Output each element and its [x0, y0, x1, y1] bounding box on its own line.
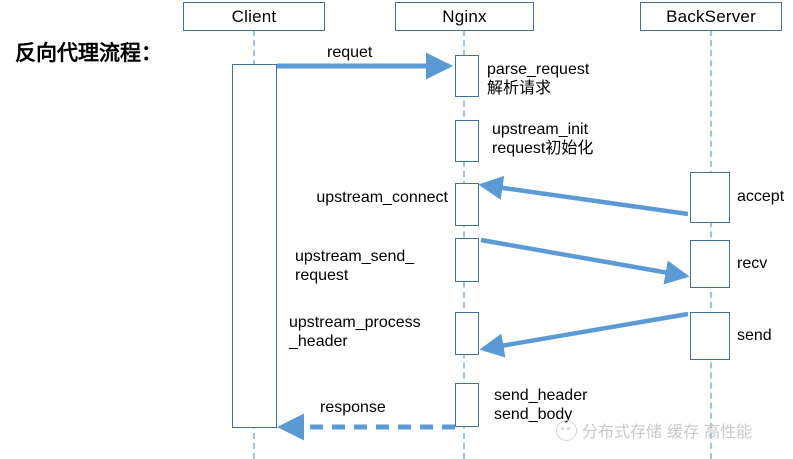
activation-nginx-send-header[interactable]: [455, 383, 479, 427]
label-message-request: requet: [327, 44, 373, 61]
label-accept: accept: [737, 188, 785, 205]
arrow-upstream-send-request: [480, 237, 690, 285]
arrow-upstream-connect: [478, 175, 689, 217]
actor-header-nginx[interactable]: Nginx: [395, 2, 534, 31]
activation-backserver-accept[interactable]: [690, 172, 730, 223]
label-send: send: [737, 327, 772, 344]
actor-header-client[interactable]: Client: [183, 2, 325, 31]
actor-header-backserver[interactable]: BackServer: [640, 2, 782, 31]
activation-nginx-parse-request[interactable]: [455, 55, 479, 97]
activation-client[interactable]: [232, 64, 277, 428]
penguin-icon: [556, 419, 577, 441]
label-upstream-init: upstream_init request初始化: [492, 121, 594, 157]
activation-nginx-upstream-send-request[interactable]: [455, 238, 479, 282]
watermark: 分布式存储 缓存 高性能: [556, 418, 752, 442]
activation-nginx-upstream-process-header[interactable]: [455, 312, 479, 355]
diagram-title: 反向代理流程：: [15, 41, 162, 65]
activation-nginx-upstream-connect[interactable]: [455, 183, 479, 226]
arrow-send-response: [479, 311, 689, 358]
label-upstream-send-request: upstream_send_ request: [295, 248, 415, 284]
activation-backserver-recv[interactable]: [690, 240, 730, 288]
label-upstream-process-header: upstream_process _header: [289, 314, 421, 350]
label-parse-request: parse_request 解析请求: [487, 61, 590, 97]
watermark-text: 分布式存储 缓存 高性能: [582, 422, 753, 441]
activation-backserver-send[interactable]: [690, 312, 730, 360]
activation-nginx-upstream-init[interactable]: [455, 120, 479, 162]
label-message-response: response: [320, 399, 386, 416]
label-upstream-connect: upstream_connect: [316, 189, 448, 206]
label-recv: recv: [737, 255, 768, 272]
label-send-header-body: send_header send_body: [494, 387, 588, 423]
